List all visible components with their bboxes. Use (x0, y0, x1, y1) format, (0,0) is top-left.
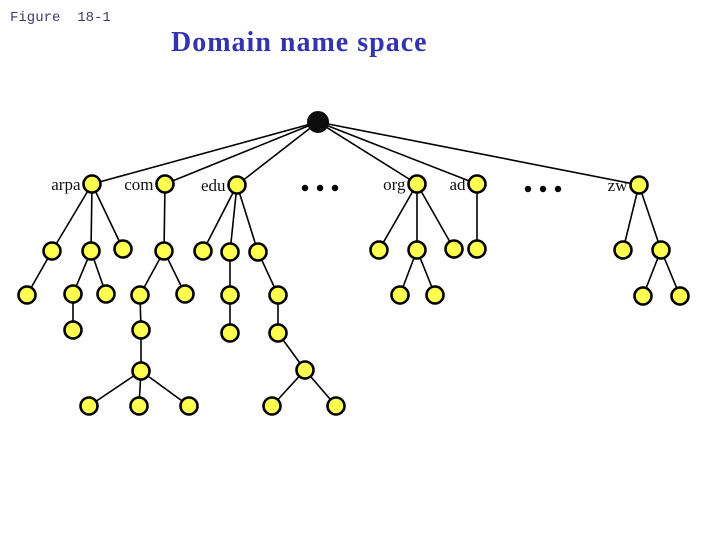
tree-node-e2a (220, 285, 240, 305)
tree-node-c1 (154, 241, 174, 261)
tree-node-com (155, 174, 175, 194)
page-title: Domain name space (171, 27, 428, 58)
tree-node-ad (467, 174, 487, 194)
tree-node-c1b (175, 284, 195, 304)
tree-edge-arpa-a2 (90, 183, 93, 252)
node-label-edu: edu (201, 176, 226, 195)
tree-edge-org-o1 (378, 183, 418, 251)
tree-node-a1a (17, 285, 37, 305)
tree-node-c1a2a (79, 396, 99, 416)
tree-node-e3a1 (268, 323, 288, 343)
tree-node-z2b (670, 286, 690, 306)
tree-edge-edu-e3 (236, 184, 259, 253)
tree-edge-c1a2-c1a2c (140, 370, 190, 407)
tree-node-a2a1 (63, 320, 83, 340)
tree-node-e3a2 (295, 360, 315, 380)
tree-edge-root-zw (317, 121, 640, 186)
tree-node-e2a1 (220, 323, 240, 343)
tree-edge-org-o3 (416, 183, 455, 250)
tree-node-o2 (407, 240, 427, 260)
ellipsis-dot-group2 (524, 185, 532, 193)
tree-node-z2 (651, 240, 671, 260)
tree-edge-root-arpa (91, 121, 319, 185)
tree-node-c1a2c (179, 396, 199, 416)
tree-node-arpa (82, 174, 102, 194)
tree-node-a2a (63, 284, 83, 304)
tree-edge-root-ad (317, 121, 478, 185)
tree-node-e3 (248, 242, 268, 262)
node-label-zw: zw (608, 176, 629, 195)
tree-node-o1 (369, 240, 389, 260)
tree-node-org (407, 174, 427, 194)
tree-node-e3a2b (326, 396, 346, 416)
tree-edge-com-c1 (163, 183, 166, 252)
tree-node-o2b (425, 285, 445, 305)
ellipsis-dot-group1 (331, 184, 339, 192)
tree-node-d1 (467, 239, 487, 259)
root-node (307, 111, 329, 133)
tree-edge-zw-z2 (638, 184, 662, 251)
tree-node-e3a (268, 285, 288, 305)
node-label-com: com (124, 175, 153, 194)
tree-node-e2 (220, 242, 240, 262)
ellipsis-dot-group2 (554, 185, 562, 193)
tree-edge-root-edu (236, 121, 319, 186)
tree-node-zw (629, 175, 649, 195)
tree-edge-root-org (317, 121, 418, 185)
node-label-org: org (383, 175, 406, 194)
figure-number-label: Figure 18-1 (10, 10, 111, 26)
tree-node-c1a1 (131, 320, 151, 340)
tree-node-e1 (193, 241, 213, 261)
tree-edge-edu-e1 (202, 184, 238, 252)
tree-node-a2b (96, 284, 116, 304)
tree-edge-arpa-a3 (91, 183, 124, 250)
tree-node-c1a2 (131, 361, 151, 381)
tree-node-a3 (113, 239, 133, 259)
tree-edge-arpa-a1 (51, 183, 93, 252)
tree-node-o3 (444, 239, 464, 259)
tree-edge-c1a2-c1a2a (88, 370, 142, 407)
tree-node-e3a2a (262, 396, 282, 416)
tree-node-c1a (130, 285, 150, 305)
node-label-arpa: arpa (51, 175, 81, 194)
tree-node-a2 (81, 241, 101, 261)
tree-node-edu (227, 175, 247, 195)
ellipsis-dot-group2 (539, 185, 547, 193)
tree-node-o2a (390, 285, 410, 305)
tree-edge-edu-e2 (229, 184, 238, 253)
tree-node-a1 (42, 241, 62, 261)
tree-node-z1 (613, 240, 633, 260)
node-label-ad: ad (449, 175, 466, 194)
ellipsis-dot-group1 (316, 184, 324, 192)
tree-edge-zw-z1 (622, 184, 640, 251)
tree-node-z2a (633, 286, 653, 306)
tree-edge-root-com (164, 121, 319, 185)
tree-node-c1a2b (129, 396, 149, 416)
ellipsis-dot-group1 (301, 184, 309, 192)
